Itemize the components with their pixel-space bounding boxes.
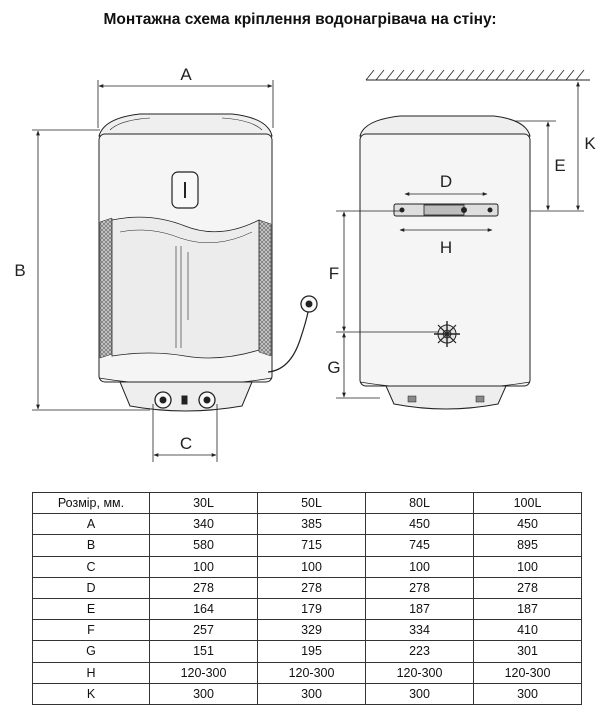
value-cell: 278 (365, 576, 474, 599)
row-label-cell: K (32, 682, 150, 705)
label-h: H (440, 238, 452, 257)
side-view (336, 69, 590, 410)
value-cell: 580 (149, 534, 258, 557)
label-g: G (327, 358, 340, 377)
value-cell: 223 (365, 640, 474, 663)
value-cell: 278 (473, 576, 582, 599)
value-cell: 334 (365, 619, 474, 642)
value-cell: 450 (365, 513, 474, 536)
label-a: A (180, 65, 192, 84)
value-cell: 195 (257, 640, 366, 663)
front-window (111, 216, 260, 359)
value-cell: 300 (365, 682, 474, 705)
table-header-row: Розмір, мм. 30L 50L 80L 100L (32, 491, 582, 515)
label-f: F (329, 264, 339, 283)
value-cell: 120-300 (149, 661, 258, 684)
mesh-left (99, 217, 113, 359)
value-cell: 329 (257, 619, 366, 642)
value-cell: 187 (473, 597, 582, 621)
value-cell: 278 (149, 576, 258, 599)
value-cell: 300 (149, 682, 258, 705)
label-k: K (584, 134, 596, 153)
value-cell: 745 (365, 534, 474, 557)
ceiling-hatch (365, 69, 585, 81)
value-cell: 300 (257, 682, 366, 705)
row-label-cell: C (32, 555, 150, 578)
value-cell: 120-300 (473, 661, 582, 684)
row-label-cell: D (32, 576, 150, 599)
value-cell: 300 (473, 682, 582, 705)
label-c: C (180, 434, 192, 453)
row-label-cell: H (32, 661, 150, 684)
front-view (32, 80, 318, 462)
header-100l: 100L (473, 491, 582, 515)
value-cell: 301 (473, 640, 582, 663)
value-cell: 410 (473, 619, 582, 642)
row-label-cell: B (32, 534, 150, 557)
label-b: B (14, 261, 25, 280)
front-top-cap (98, 113, 273, 137)
header-30l: 30L (149, 491, 258, 515)
power-cord (267, 311, 309, 373)
value-cell: 257 (149, 619, 258, 642)
page-title: Монтажна схема кріплення водонагрівача н… (103, 11, 497, 28)
row-label-cell: F (32, 619, 150, 642)
label-e: E (554, 156, 565, 175)
value-cell: 100 (365, 555, 474, 578)
header-50l: 50L (257, 491, 366, 515)
value-cell: 179 (257, 597, 366, 621)
value-cell: 187 (365, 597, 474, 621)
value-cell: 895 (473, 534, 582, 557)
mounting-diagram: A B C D E F G H K (14, 65, 596, 462)
value-cell: 715 (257, 534, 366, 557)
value-cell: 278 (257, 576, 366, 599)
value-cell: 100 (149, 555, 258, 578)
value-cell: 450 (473, 513, 582, 536)
row-label-cell: G (32, 640, 150, 663)
value-cell: 151 (149, 640, 258, 663)
value-cell: 385 (257, 513, 366, 536)
label-d: D (440, 172, 452, 191)
valve-icon (434, 321, 460, 347)
value-cell: 120-300 (257, 661, 366, 684)
side-bottom-base (385, 385, 507, 410)
value-cell: 164 (149, 597, 258, 621)
header-size: Розмір, мм. (32, 491, 150, 515)
mesh-right (258, 219, 272, 357)
value-cell: 120-300 (365, 661, 474, 684)
side-top-cap (359, 115, 531, 137)
value-cell: 340 (149, 513, 258, 536)
row-label-cell: E (32, 597, 150, 621)
header-80l: 80L (365, 491, 474, 515)
value-cell: 100 (257, 555, 366, 578)
value-cell: 100 (473, 555, 582, 578)
row-label-cell: A (32, 513, 150, 536)
